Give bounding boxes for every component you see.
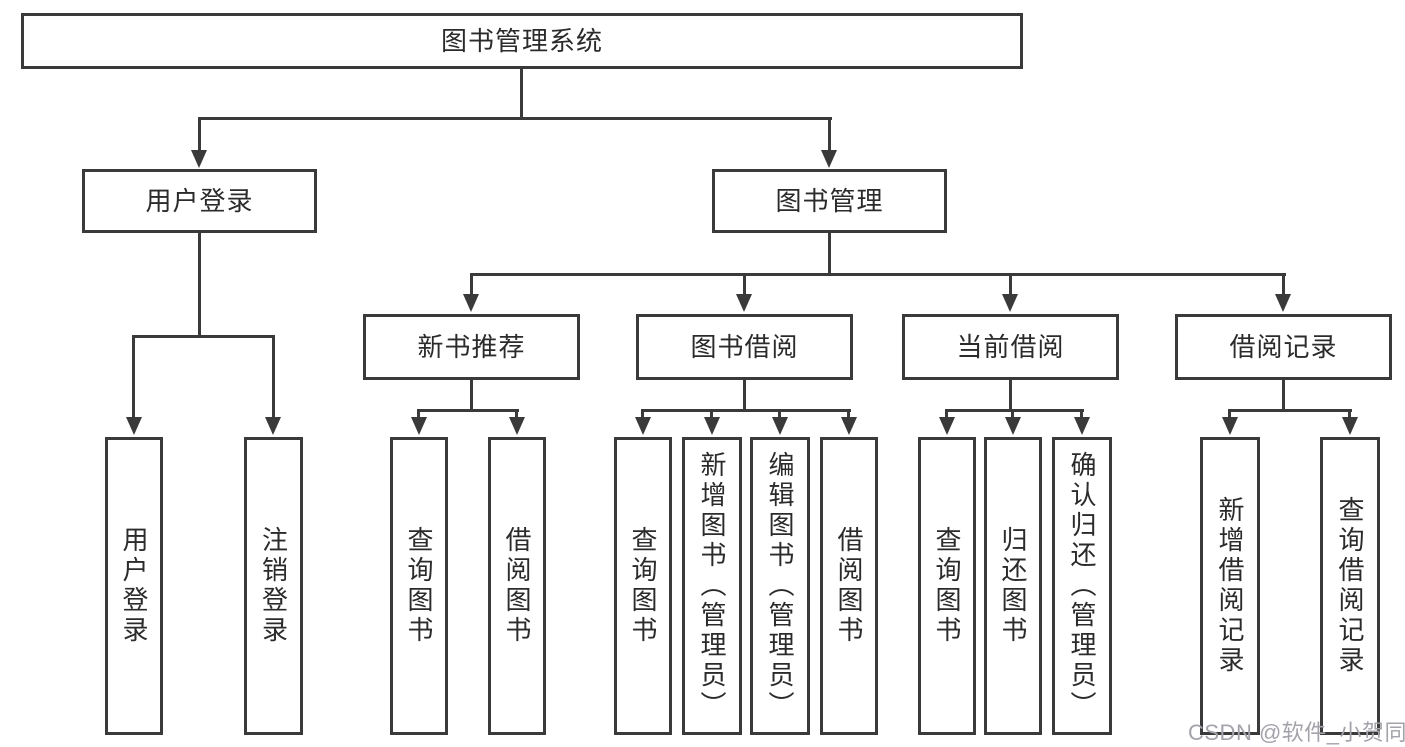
node-book-borrow: 图书借阅: [636, 314, 853, 380]
leaf-query-borrow-record: 查询借阅记录: [1320, 437, 1380, 735]
connector-line: [520, 69, 523, 120]
connector-line: [641, 409, 644, 421]
node-user-login: 用户登录: [82, 169, 317, 233]
leaf-return-book: 归还图书: [984, 437, 1042, 735]
arrow-down-icon: [126, 417, 142, 435]
connector-line: [743, 273, 746, 296]
connector-line: [945, 409, 948, 421]
connector-line: [778, 409, 781, 421]
arrow-down-icon: [772, 417, 788, 435]
arrow-down-icon: [841, 417, 857, 435]
watermark: CSDN @软件_小贺同学: [1188, 720, 1405, 745]
leaf-label: 用户登录: [119, 526, 149, 646]
connector-line: [1011, 409, 1014, 421]
arrow-down-icon: [1342, 417, 1358, 435]
node-label: 当前借阅: [956, 332, 1065, 362]
arrow-down-icon: [191, 150, 207, 168]
leaf-query-books: 查询图书: [390, 437, 448, 735]
connector-line: [198, 117, 832, 120]
connector-line: [743, 380, 746, 412]
node-label: 新书推荐: [417, 332, 526, 362]
arrow-down-icon: [821, 150, 837, 168]
leaf-label: 新增借阅记录: [1215, 496, 1245, 676]
arrow-down-icon: [939, 417, 955, 435]
connector-line: [945, 409, 1084, 412]
connector-line: [1009, 273, 1012, 296]
leaf-add-borrow-record: 新增借阅记录: [1200, 437, 1260, 735]
leaf-label: 查询图书: [404, 526, 434, 646]
connector-line: [1348, 409, 1351, 421]
connector-line: [847, 409, 850, 421]
node-book-management: 图书管理: [712, 169, 947, 233]
node-borrow-records: 借阅记录: [1175, 314, 1392, 380]
arrow-down-icon: [1222, 417, 1238, 435]
node-current-borrow: 当前借阅: [902, 314, 1119, 380]
leaf-label: 注销登录: [258, 526, 289, 646]
arrow-down-icon: [1005, 417, 1021, 435]
arrow-down-icon: [411, 417, 427, 435]
leaf-label: 查询图书: [932, 526, 962, 646]
node-label: 图书管理系统: [440, 26, 603, 56]
leaf-user-login: 用户登录: [105, 437, 163, 735]
leaf-borrow-books: 借阅图书: [820, 437, 878, 735]
leaf-label: 查询图书: [628, 526, 658, 646]
leaf-label: 编辑图书（管理员）: [765, 451, 795, 721]
leaf-label: 新增图书（管理员）: [697, 451, 727, 721]
node-label: 图书管理: [775, 186, 884, 216]
connector-line: [1228, 409, 1231, 421]
arrow-down-icon: [265, 417, 281, 435]
leaf-label: 归还图书: [998, 526, 1028, 646]
connector-line: [710, 409, 713, 421]
connector-line: [515, 409, 518, 421]
node-library-management-system: 图书管理系统: [21, 13, 1023, 69]
connector-line: [1228, 409, 1352, 412]
connector-line: [1282, 380, 1285, 412]
connector-line: [272, 335, 275, 419]
connector-line: [198, 117, 201, 152]
connector-line: [132, 335, 275, 338]
connector-line: [198, 233, 201, 338]
leaf-borrow-books: 借阅图书: [488, 437, 546, 735]
leaf-logout-login: 注销登录: [244, 437, 303, 735]
arrow-down-icon: [509, 417, 525, 435]
arrow-down-icon: [704, 417, 720, 435]
arrow-down-icon: [1002, 294, 1018, 312]
connector-line: [417, 409, 519, 412]
arrow-down-icon: [1275, 294, 1291, 312]
leaf-label: 查询借阅记录: [1335, 496, 1365, 676]
leaf-label: 借阅图书: [834, 526, 864, 646]
connector-line: [1080, 409, 1083, 421]
connector-line: [132, 335, 135, 419]
leaf-edit-book-admin: 编辑图书（管理员）: [750, 437, 810, 735]
node-new-book-recommend: 新书推荐: [363, 314, 580, 380]
arrow-down-icon: [1074, 417, 1090, 435]
leaf-label: 确认归还（管理员）: [1067, 451, 1097, 721]
node-label: 图书借阅: [690, 332, 799, 362]
leaf-query-books: 查询图书: [918, 437, 976, 735]
node-label: 用户登录: [145, 186, 254, 216]
connector-line: [417, 409, 420, 421]
arrow-down-icon: [736, 294, 752, 312]
connector-line: [1282, 273, 1285, 296]
leaf-add-book-admin: 新增图书（管理员）: [682, 437, 742, 735]
leaf-label: 借阅图书: [502, 526, 532, 646]
connector-line: [470, 380, 473, 412]
connector-line: [470, 273, 473, 296]
node-label: 借阅记录: [1229, 332, 1338, 362]
arrow-down-icon: [635, 417, 651, 435]
connector-line: [828, 233, 831, 276]
connector-line: [828, 117, 831, 152]
connector-line: [470, 273, 1286, 276]
leaf-confirm-return-admin: 确认归还（管理员）: [1052, 437, 1112, 735]
arrow-down-icon: [463, 294, 479, 312]
leaf-query-books: 查询图书: [614, 437, 672, 735]
connector-line: [1009, 380, 1012, 412]
connector-line: [641, 409, 851, 412]
